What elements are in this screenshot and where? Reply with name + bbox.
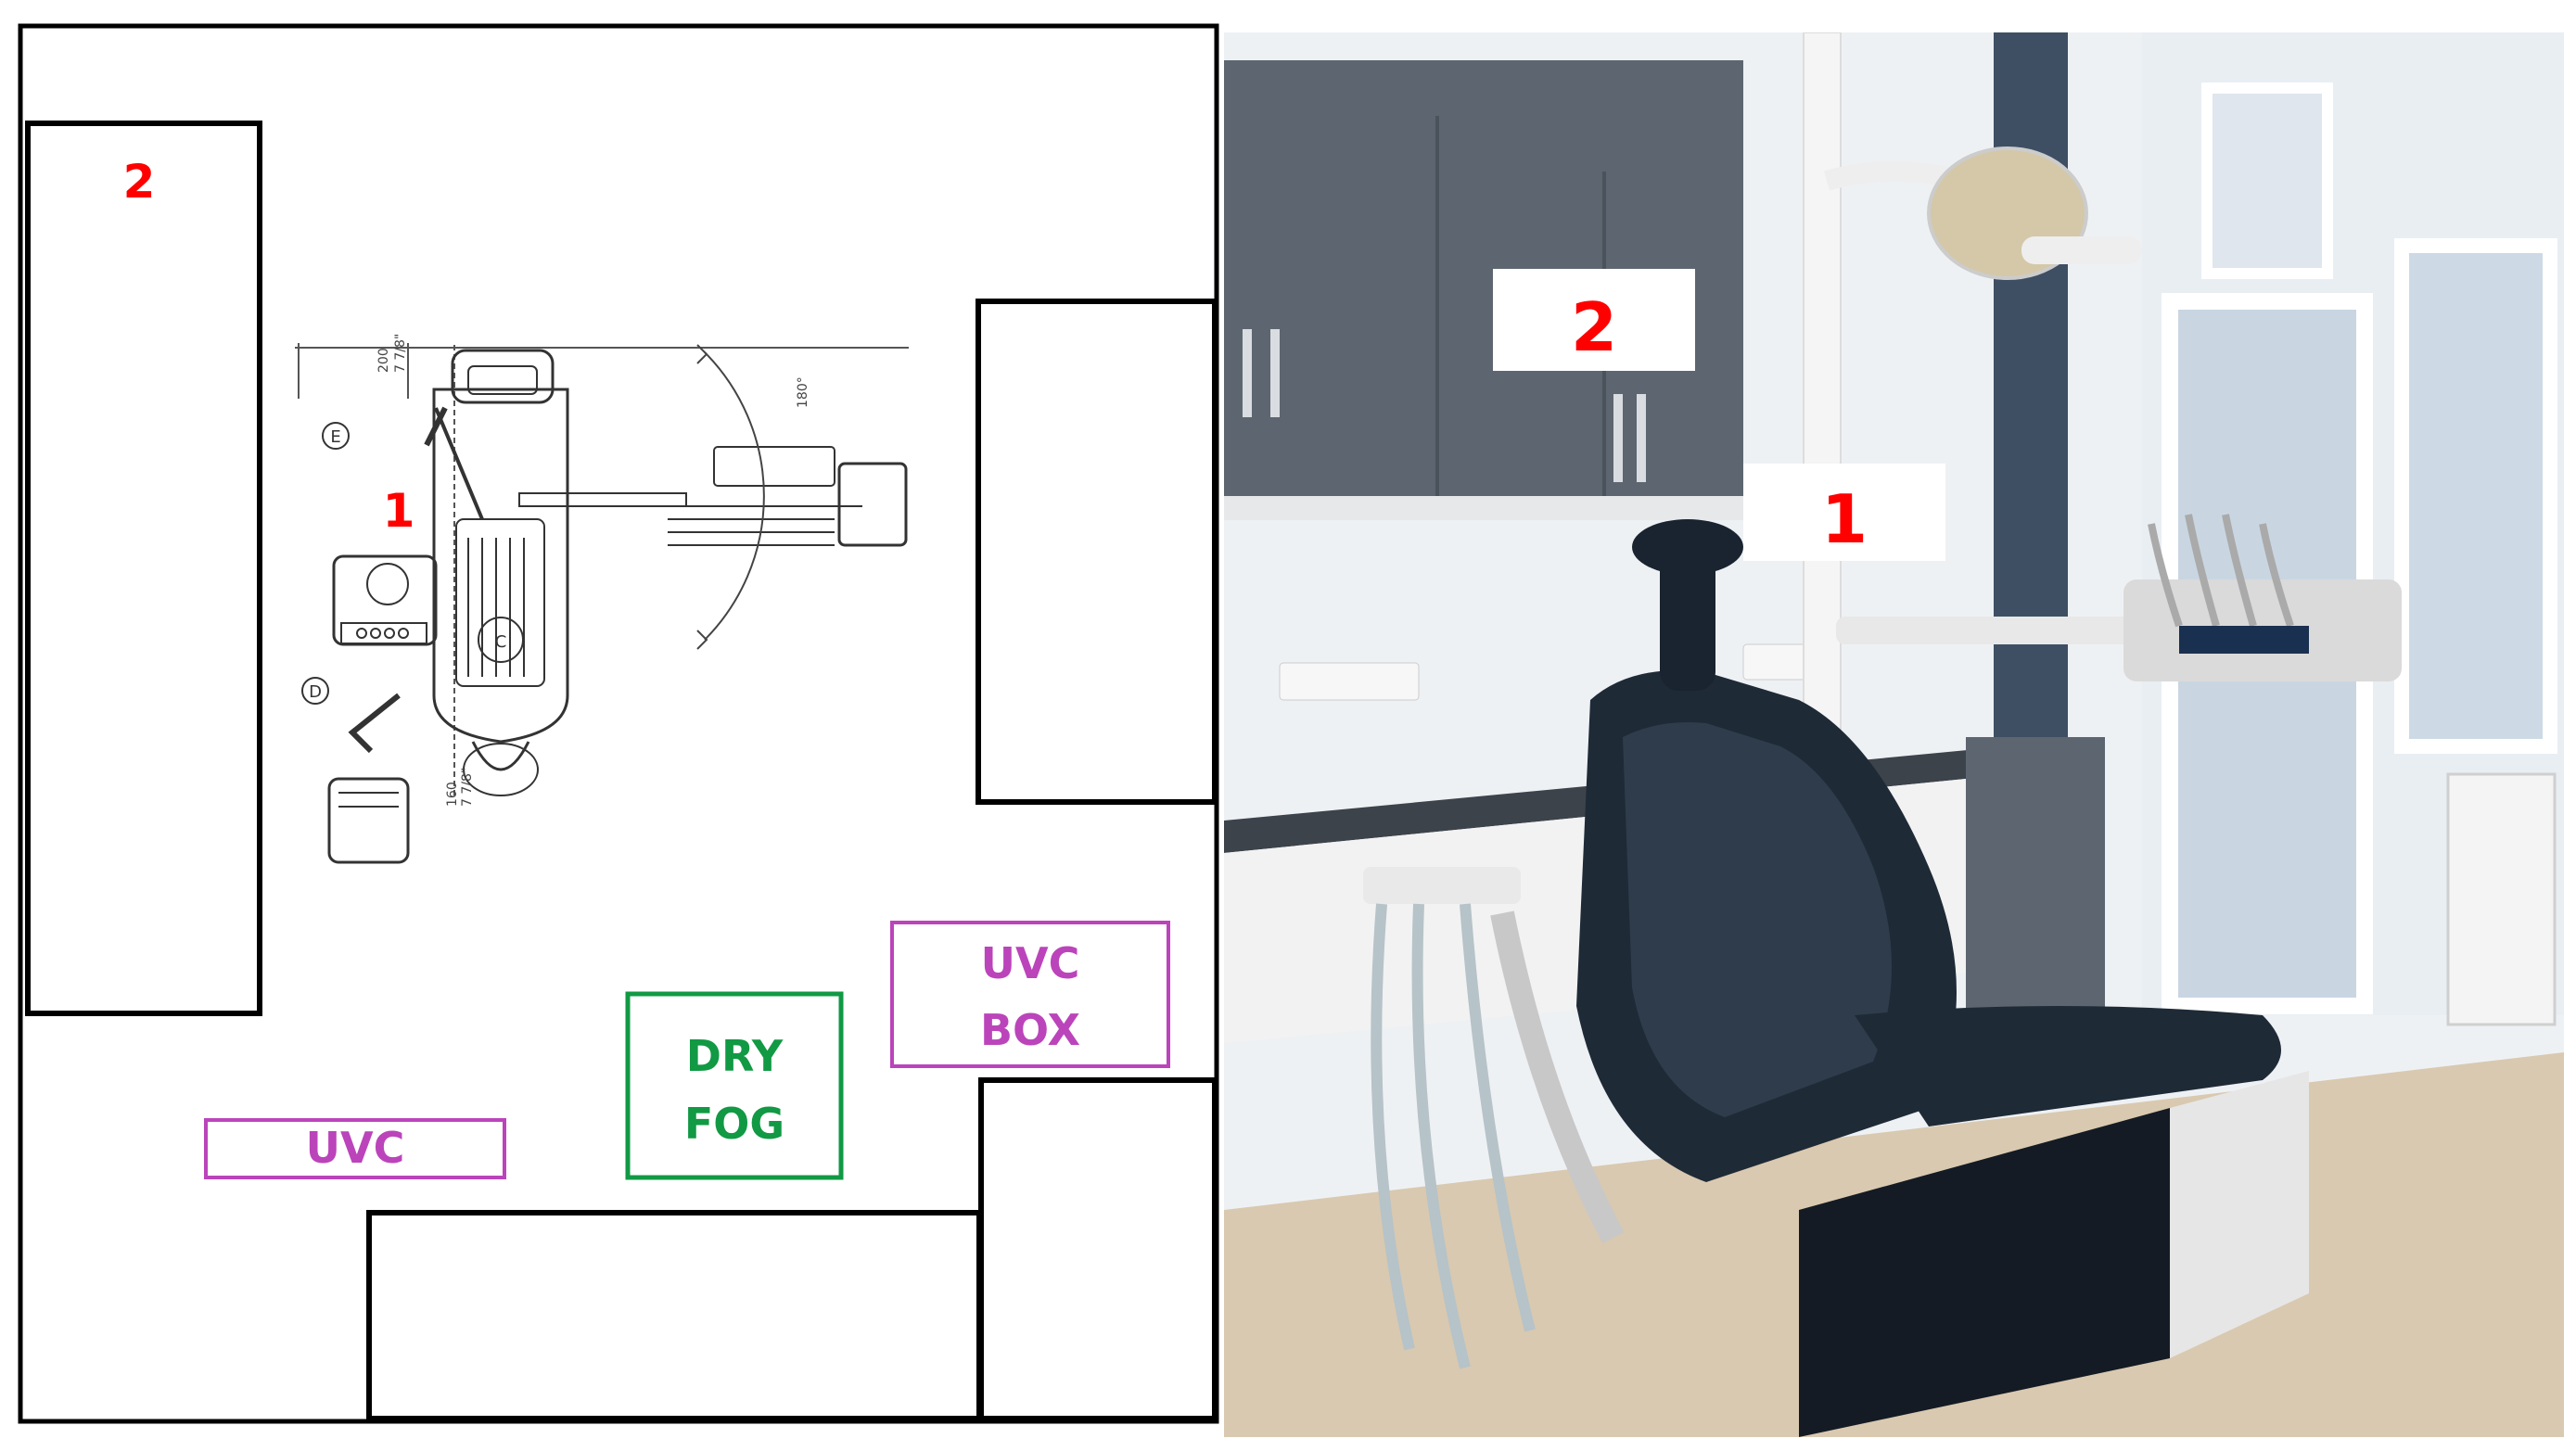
assistant-tray	[1363, 867, 1521, 904]
dim-7-8-bottom: 7 7/8"	[460, 768, 475, 807]
bottom-block	[366, 1210, 982, 1421]
dental-chair	[1576, 519, 2309, 1437]
radiator	[2446, 772, 2557, 1026]
dim-200: 200	[376, 348, 391, 373]
tag-d: D	[309, 682, 322, 702]
right-lower-block	[978, 1077, 1218, 1421]
dry-fog-frame	[625, 991, 844, 1180]
tag-e: E	[330, 427, 340, 447]
cabinet-2-block	[25, 121, 262, 1016]
floor-plan-svg: 2 UVC BOX DRY FOG UVC	[18, 23, 1219, 1424]
curtain	[1994, 32, 2068, 783]
uvc-box-line-1: UVC	[981, 938, 1080, 988]
dim-160: 160	[445, 782, 460, 807]
chair-base	[1799, 1108, 2170, 1437]
seat	[1855, 1006, 2281, 1126]
window-right	[2394, 238, 2557, 754]
dim-7-8-top: 7 7/8"	[393, 334, 408, 373]
drawer-unit	[1966, 737, 2105, 1034]
uvc-frame	[204, 1118, 506, 1179]
photo-tag-1: 1	[1821, 480, 1868, 558]
light-pole	[1803, 32, 1842, 775]
dry-fog-line-1: DRY	[686, 1031, 784, 1081]
cabinet-base-trim	[1224, 496, 1743, 520]
suction-hose	[1371, 903, 1415, 1351]
tag-c: C	[495, 632, 507, 652]
window-top	[2201, 83, 2333, 279]
uvc-label: UVC	[306, 1123, 405, 1173]
photo-tag-1-box	[1743, 464, 1945, 561]
marker-1: 1	[383, 484, 415, 538]
power-sockets	[1279, 662, 1420, 701]
photo-tag-2: 2	[1571, 288, 1617, 366]
uvc-box-line-2: BOX	[980, 1005, 1080, 1055]
uvc-box-frame	[890, 921, 1170, 1068]
dry-fog-line-2: FOG	[684, 1099, 784, 1149]
dental-chair-drawing	[295, 343, 909, 864]
photo-tag-2-box	[1493, 269, 1695, 371]
photo-svg: 2 1	[1224, 32, 2564, 1437]
dim-180: 180°	[796, 376, 810, 408]
floor-plan-panel: 2 UVC BOX DRY FOG UVC	[0, 0, 1224, 1451]
marker-2: 2	[123, 155, 156, 209]
headrest	[1660, 552, 1715, 691]
dental-office-photo: 2 1	[1224, 32, 2564, 1437]
right-upper-block	[976, 299, 1218, 805]
